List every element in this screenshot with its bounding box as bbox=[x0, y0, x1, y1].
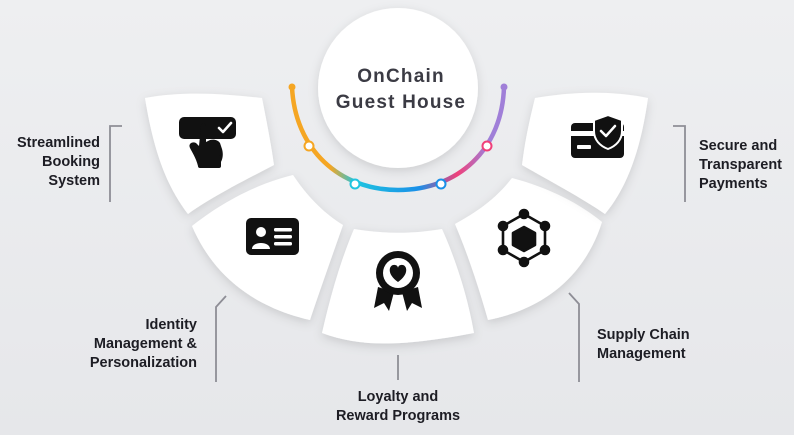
blockchain-cube-icon bbox=[497, 208, 551, 268]
label-identity: Identity Management & Personalization bbox=[89, 317, 197, 371]
arc-node-start bbox=[288, 83, 296, 91]
arc-node-1 bbox=[303, 140, 315, 152]
label-booking: Streamlined Booking System bbox=[17, 135, 100, 189]
arc-node-end bbox=[500, 83, 508, 91]
bracket-identity bbox=[215, 295, 227, 382]
center-title-line2: Guest House bbox=[336, 92, 466, 113]
bracket-supply bbox=[568, 292, 580, 382]
arc-node-3 bbox=[435, 178, 447, 190]
label-supply: Supply Chain Management bbox=[597, 327, 690, 362]
id-card-icon bbox=[246, 218, 299, 255]
secure-card-icon bbox=[571, 113, 624, 158]
label-loyalty: Loyalty and Reward Programs bbox=[335, 389, 461, 424]
bracket-booking bbox=[109, 125, 122, 202]
hand-tap-check-icon bbox=[179, 117, 236, 168]
arc-node-2 bbox=[349, 178, 361, 190]
heart-badge-icon bbox=[374, 251, 422, 311]
center-title-line1: OnChain bbox=[357, 66, 445, 87]
label-payments: Secure and Transparent Payments bbox=[699, 138, 782, 192]
bracket-payments bbox=[673, 125, 686, 202]
arc-node-4 bbox=[481, 140, 493, 152]
gradient-arc bbox=[289, 84, 507, 193]
center-circle bbox=[318, 8, 478, 168]
